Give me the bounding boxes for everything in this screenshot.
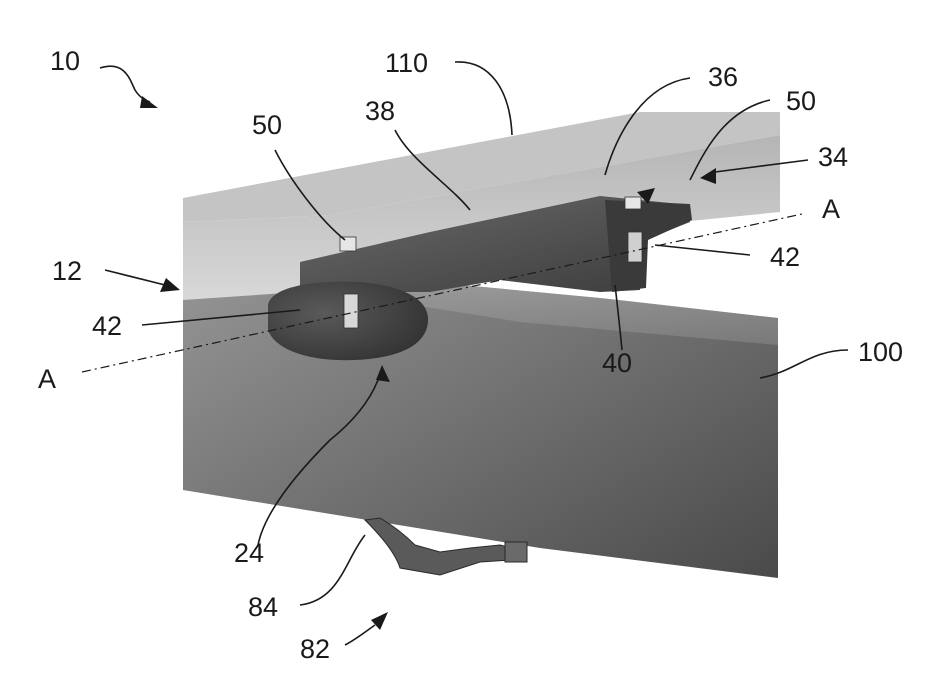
label-42-left: 42 [92,311,122,341]
leader-82 [345,625,375,645]
label-A-right: A [822,194,840,224]
label-50-left: 50 [252,110,282,140]
arrow-82 [371,612,388,630]
arrow-12 [160,278,180,292]
label-100: 100 [858,337,903,367]
leader-12 [105,270,165,285]
label-A-left: A [38,364,56,394]
pin-right [628,232,642,262]
label-34: 34 [818,142,848,172]
label-84: 84 [248,592,278,622]
pin-left [344,294,358,328]
mount-right-lug [605,200,692,292]
label-24: 24 [234,538,264,568]
leader-110 [455,62,512,135]
leader-84 [300,535,365,605]
label-42-right: 42 [770,242,800,272]
leader-42-right [655,245,750,255]
label-36: 36 [708,62,738,92]
label-50-right: 50 [786,86,816,116]
label-10: 10 [50,46,80,76]
label-110: 110 [385,48,428,78]
clip-end-block [505,542,527,562]
label-38: 38 [365,96,395,126]
label-40: 40 [602,348,632,378]
fastener-right [625,197,641,209]
arrow-10 [140,96,158,108]
label-12: 12 [52,256,82,286]
fastener-left [340,237,356,251]
label-82: 82 [300,634,330,664]
